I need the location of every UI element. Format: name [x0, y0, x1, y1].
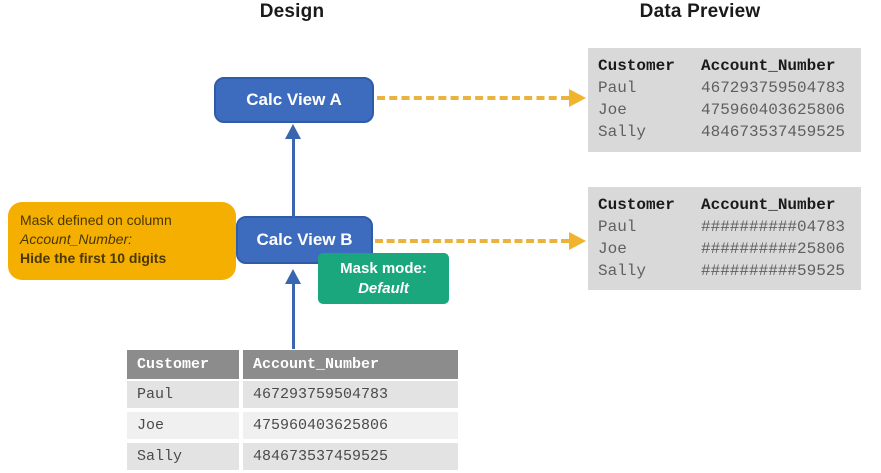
cell-account: 475960403625806	[701, 101, 846, 119]
header-account-number: Account_Number	[701, 196, 836, 214]
callout-line2: Account_Number:	[20, 231, 133, 247]
design-title: Design	[259, 1, 325, 22]
preview-unmasked-header-row: Customer Account_Number	[598, 55, 851, 77]
cell-account: 467293759504783	[701, 79, 846, 97]
arrow-b-to-a-line	[292, 139, 295, 217]
source-header-account-number: Account_Number	[243, 350, 458, 379]
table-row: Sally ##########59525	[598, 260, 851, 282]
calc-view-b-label: Calc View B	[256, 230, 353, 249]
mask-mode-box: Mask mode: Default	[318, 253, 449, 304]
callout-line3: Hide the first 10 digits	[20, 250, 167, 266]
preview-table-unmasked: Customer Account_Number Paul 46729375950…	[588, 48, 861, 152]
cell-account: 467293759504783	[243, 381, 458, 408]
data-preview-title: Data Preview	[639, 1, 761, 22]
header-customer: Customer	[598, 196, 675, 214]
callout-line1: Mask defined on column	[20, 212, 172, 228]
dashed-arrow-a-to-preview-line	[377, 96, 569, 100]
cell-account: 484673537459525	[701, 123, 846, 141]
cell-customer: Joe	[127, 412, 239, 439]
mask-definition-callout: Mask defined on column Account_Number: H…	[8, 202, 236, 280]
arrow-b-to-a-head-icon	[285, 124, 301, 139]
cell-customer: Sally	[598, 123, 647, 141]
cell-account-masked: ##########04783	[701, 218, 846, 236]
cell-account: 484673537459525	[243, 443, 458, 470]
dashed-arrow-b-to-preview-line	[375, 239, 569, 243]
mask-mode-value: Default	[358, 279, 409, 297]
table-row: Joe 475960403625806	[598, 99, 851, 121]
cell-customer: Paul	[598, 218, 637, 236]
cell-customer: Joe	[598, 240, 627, 258]
cell-customer: Joe	[598, 101, 627, 119]
calc-view-b-node: Calc View B	[236, 216, 373, 264]
cell-customer: Sally	[598, 262, 647, 280]
header-account-number: Account_Number	[701, 57, 836, 75]
cell-account-masked: ##########59525	[701, 262, 846, 280]
calc-view-a-node: Calc View A	[214, 77, 374, 123]
arrow-table-to-b-head-icon	[285, 269, 301, 284]
header-customer: Customer	[598, 57, 675, 75]
calc-view-a-label: Calc View A	[246, 90, 342, 109]
mask-mode-label: Mask mode:	[340, 259, 427, 277]
dashed-arrow-a-to-preview-head-icon	[569, 89, 586, 107]
cell-customer: Sally	[127, 443, 239, 470]
source-header-customer: Customer	[127, 350, 239, 379]
preview-table-masked: Customer Account_Number Paul ##########0…	[588, 187, 861, 290]
table-row: Sally 484673537459525	[598, 121, 851, 143]
table-row: Paul 467293759504783	[598, 77, 851, 99]
dashed-arrow-b-to-preview-head-icon	[569, 232, 586, 250]
cell-customer: Paul	[127, 381, 239, 408]
arrow-table-to-b-line	[292, 284, 295, 349]
cell-account: 475960403625806	[243, 412, 458, 439]
table-row: Joe ##########25806	[598, 238, 851, 260]
source-table: Customer Account_Number Paul 46729375950…	[127, 350, 458, 470]
cell-customer: Paul	[598, 79, 637, 97]
preview-masked-header-row: Customer Account_Number	[598, 194, 851, 216]
table-row: Paul ##########04783	[598, 216, 851, 238]
cell-account-masked: ##########25806	[701, 240, 846, 258]
